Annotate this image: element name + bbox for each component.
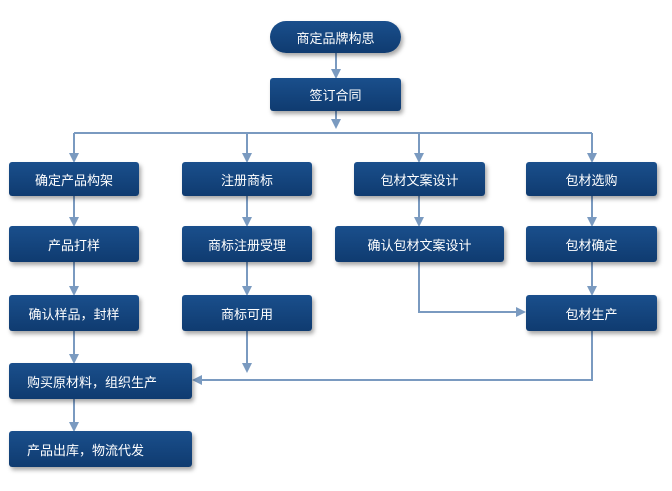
- node-sign-contract: 签订合同: [270, 78, 401, 111]
- arrow-col4-to-produce: [192, 331, 593, 385]
- node-buy-materials-produce: 购买原材料，组织生产: [9, 363, 192, 399]
- node-trademark-usable: 商标可用: [182, 295, 312, 331]
- node-ship-logistics: 产品出库，物流代发: [9, 431, 192, 467]
- node-product-sampling: 产品打样: [9, 226, 139, 262]
- arrow-col3-to-col4-production: [418, 262, 526, 317]
- node-confirm-packaging-design: 确认包材文案设计: [335, 226, 504, 262]
- node-register-trademark: 注册商标: [182, 162, 312, 196]
- node-brand-concept: 商定品牌构思: [270, 21, 401, 53]
- node-product-structure: 确定产品构架: [9, 162, 139, 196]
- node-packaging-copy-design: 包材文案设计: [354, 162, 485, 196]
- node-packaging-production: 包材生产: [526, 295, 657, 331]
- node-packaging-sourcing: 包材选购: [526, 162, 657, 196]
- node-trademark-accepted: 商标注册受理: [182, 226, 312, 262]
- node-confirm-sample: 确认样品，封样: [9, 295, 139, 331]
- node-packaging-confirmed: 包材确定: [526, 226, 657, 262]
